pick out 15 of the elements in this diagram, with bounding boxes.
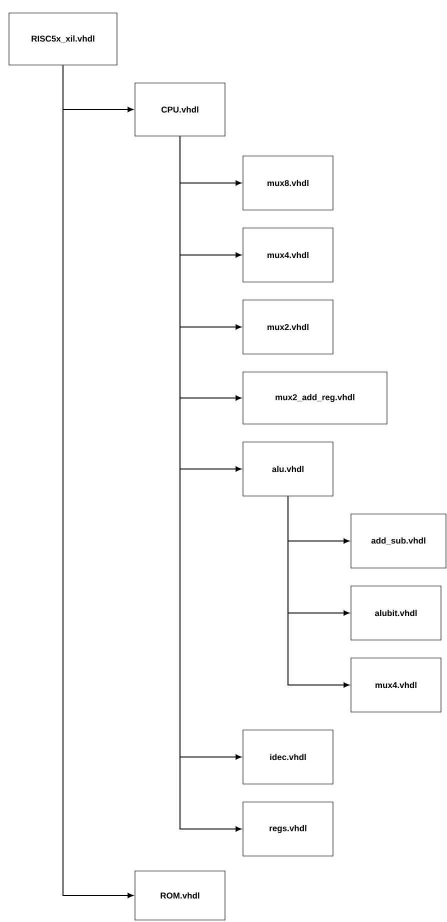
file-box: idec.vhdl — [242, 730, 334, 784]
file-box: regs.vhdl — [242, 802, 334, 856]
connector-arrow — [288, 496, 350, 688]
file-box: mux4.vhdl — [350, 658, 442, 712]
file-box: mux2.vhdl — [242, 300, 334, 354]
file-box: mux8.vhdl — [242, 156, 334, 210]
file-box: alubit.vhdl — [350, 586, 442, 640]
file-box: RISC5x_xil.vhdl — [8, 12, 118, 66]
file-box: mux2_add_reg.vhdl — [242, 372, 388, 424]
file-box: ROM.vhdl — [134, 870, 226, 920]
file-box: CPU.vhdl — [134, 82, 226, 136]
file-box: alu.vhdl — [242, 442, 334, 496]
connector-arrow — [62, 64, 134, 898]
file-box: mux4.vhdl — [242, 228, 334, 282]
file-box: add_sub.vhdl — [350, 514, 446, 568]
